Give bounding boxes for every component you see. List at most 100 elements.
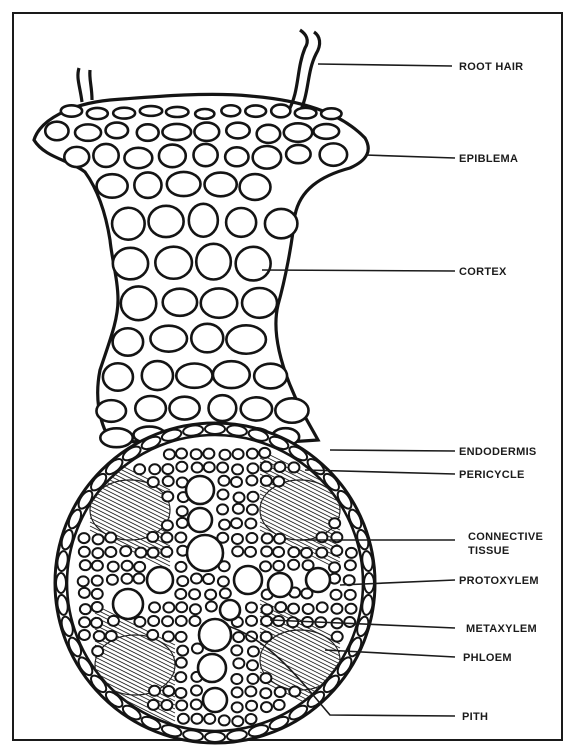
stele-cell	[273, 561, 284, 571]
cortex-cell	[75, 124, 101, 140]
stele-cell	[176, 602, 187, 612]
stele-cell	[120, 546, 131, 556]
stele-cell	[261, 616, 272, 626]
stele-cell	[204, 714, 215, 724]
cortex-cell	[155, 247, 192, 279]
stele-cell	[79, 630, 90, 640]
stele-cell	[175, 688, 186, 698]
stele-cell	[191, 686, 202, 696]
stele-cell	[232, 464, 243, 474]
stele-cell	[247, 674, 258, 684]
stele-cell	[219, 520, 230, 530]
cortex-cell	[124, 148, 152, 168]
stele-cell	[108, 562, 119, 572]
label-protoxylem: PROTOXYLEM	[459, 575, 539, 587]
cortex-cell	[201, 288, 238, 317]
stele-cell	[331, 546, 342, 556]
stele-cell	[329, 562, 340, 572]
cortex-cell	[313, 124, 339, 139]
stele-cell	[261, 546, 272, 556]
stele-cell	[107, 575, 118, 585]
cortex-cell	[100, 428, 132, 447]
xylem-vessel	[234, 566, 262, 594]
stele-cell	[346, 548, 357, 558]
stele-cell	[259, 448, 270, 458]
stele-cell	[163, 631, 174, 641]
cortex-cell	[149, 206, 184, 237]
stele-cell	[92, 602, 103, 612]
label-connective-tissue-line2: TISSUE	[468, 545, 510, 557]
stele-cell	[162, 616, 173, 626]
xylem-vessel	[198, 654, 226, 682]
cortex-cell	[286, 145, 311, 163]
stele-cell	[246, 533, 257, 543]
stele-cell	[149, 464, 160, 474]
cortex-cell	[159, 145, 186, 168]
label-root-hair: ROOT HAIR	[459, 61, 523, 73]
cortex-cell	[221, 105, 240, 116]
stele-cell	[176, 632, 187, 642]
label-epiblema: EPIBLEMA	[459, 153, 518, 165]
stele-cell	[177, 518, 188, 528]
stele-cell	[149, 686, 160, 696]
cortex-cell	[295, 108, 317, 119]
stele-cell	[346, 604, 357, 614]
stele-cell	[234, 492, 245, 502]
stele-cell	[233, 632, 244, 642]
stele-cell	[261, 604, 272, 614]
cortex-cells	[45, 105, 347, 448]
stele-cell	[287, 617, 298, 627]
cortex-cell	[213, 361, 250, 388]
stele-cell	[122, 561, 133, 571]
stele-cell	[162, 520, 173, 530]
stele-cell	[78, 533, 89, 543]
stele-cell	[332, 632, 343, 642]
stele-cell	[260, 561, 271, 571]
stele-cell	[247, 660, 258, 670]
stele-cell	[233, 658, 244, 668]
stele-cell	[262, 534, 273, 544]
stele-cell	[331, 590, 342, 600]
stele-cell	[177, 646, 188, 656]
stele-cell	[191, 714, 202, 724]
stele-cell	[163, 476, 174, 486]
cortex-cell	[271, 105, 290, 118]
stele-cell	[231, 674, 242, 684]
cortex-cell	[242, 288, 277, 318]
cortex-cell	[226, 208, 256, 237]
label-endodermis: ENDODERMIS	[459, 446, 537, 458]
cortex-cell	[195, 109, 214, 119]
stele-cell	[106, 631, 117, 641]
stele-cell	[219, 450, 230, 460]
stele-cell	[189, 589, 200, 599]
stele-cell	[232, 546, 243, 556]
stele-cell	[274, 700, 285, 710]
stele-cell	[163, 686, 174, 696]
stele-cell	[108, 616, 119, 626]
cortex-cell	[150, 326, 187, 352]
stele-cell	[261, 632, 272, 642]
stele-cell	[191, 574, 202, 584]
stele-cell	[148, 700, 159, 710]
stele-cell	[177, 576, 188, 586]
stele-cell	[175, 589, 186, 599]
stele-cell	[273, 476, 284, 486]
stele-cell	[178, 714, 189, 724]
stele-cell	[92, 589, 103, 599]
stele-cell	[247, 449, 258, 459]
stele-cell	[261, 702, 272, 712]
cortex-cell	[96, 400, 126, 422]
cortex-cell	[97, 174, 128, 198]
stele-cell	[162, 492, 173, 502]
stele-cell	[203, 449, 214, 459]
xylem-vessel	[306, 568, 330, 592]
endodermis-cell	[205, 424, 225, 434]
stele-cell	[148, 477, 159, 487]
label-phloem: PHLOEM	[463, 652, 512, 664]
stele-cell	[176, 658, 187, 668]
stele-cell	[246, 476, 257, 486]
cortex-cell	[93, 144, 118, 167]
cortex-cell	[254, 364, 287, 389]
stele-cell	[288, 462, 299, 472]
